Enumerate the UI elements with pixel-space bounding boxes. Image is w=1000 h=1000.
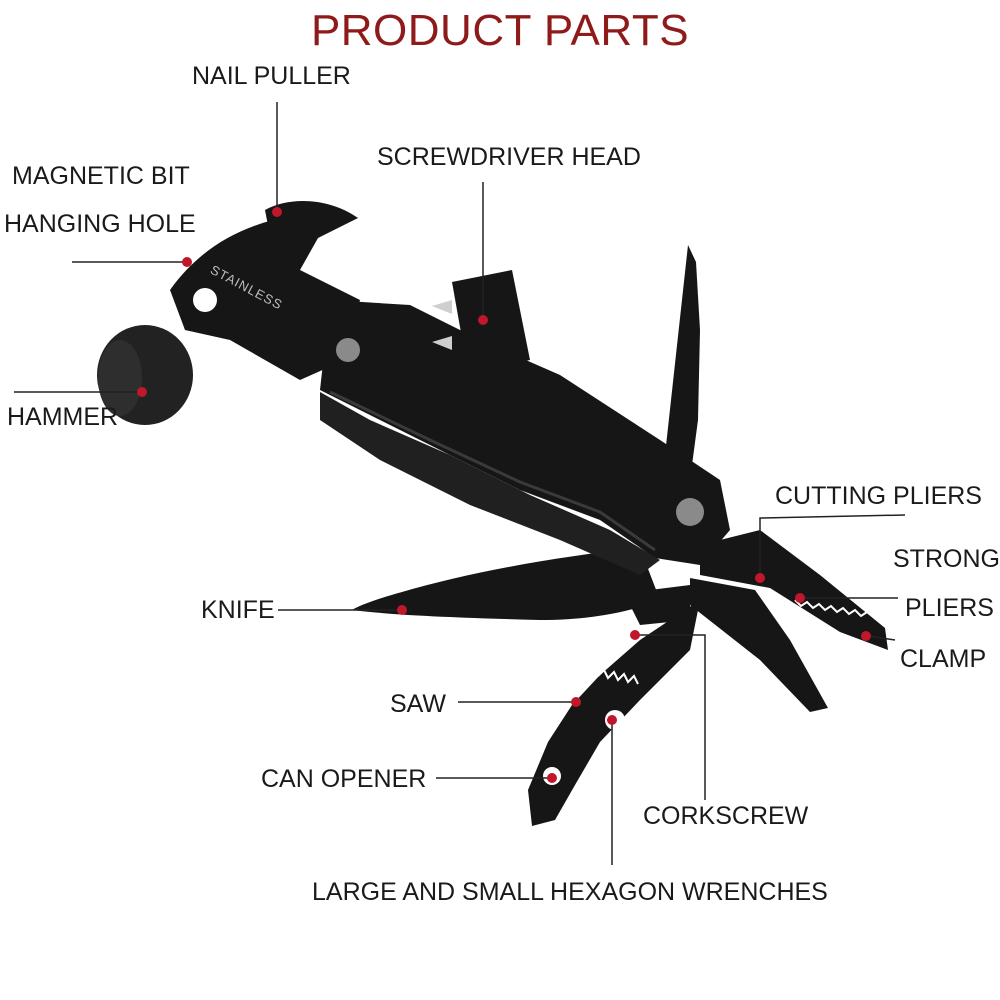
marker-hanging-hole (182, 257, 192, 267)
leader-cutting-pliers (759, 514, 906, 575)
pliers-lower-jaw (690, 578, 828, 712)
marker-screwdriver (478, 315, 488, 325)
bit-holder (452, 270, 530, 372)
marker-pliers (795, 593, 805, 603)
marker-hex-wrench (607, 715, 617, 725)
label-screwdriver-head: SCREWDRIVER HEAD (377, 143, 641, 171)
label-nail-puller: NAIL PULLER (192, 62, 351, 90)
label-strong: STRONG (893, 545, 1000, 573)
handle-body (320, 300, 730, 565)
pliers-upper-jaw (700, 530, 888, 650)
label-magnetic-bit: MAGNETIC BIT (12, 162, 190, 190)
pliers-teeth (794, 599, 868, 618)
label-clamp: CLAMP (900, 645, 987, 673)
label-hammer: HAMMER (7, 403, 119, 431)
hammer-head (170, 212, 360, 380)
nail-puller-claw (265, 200, 358, 236)
handle-edge-highlight (329, 390, 656, 552)
leader-clamp (867, 635, 896, 641)
label-hanging-hole: HANGING HOLE (4, 210, 196, 238)
marker-saw (571, 697, 581, 707)
label-knife: KNIFE (201, 596, 275, 624)
marker-corkscrew (630, 630, 640, 640)
label-pliers: PLIERS (905, 594, 994, 622)
label-corkscrew: CORKSCREW (643, 802, 809, 830)
bit-tips (432, 300, 452, 350)
marker-nail-puller (272, 207, 282, 217)
label-saw: SAW (390, 690, 447, 718)
label-hex-wrenches: LARGE AND SMALL HEXAGON WRENCHES (312, 878, 828, 906)
pivot-screw-front (336, 338, 360, 362)
hammer-face-front (98, 340, 142, 416)
leader-corkscrew (635, 634, 706, 800)
label-cutting-pliers: CUTTING PLIERS (775, 482, 982, 510)
marker-hammer (137, 387, 147, 397)
label-can-opener: CAN OPENER (261, 765, 427, 793)
handle-lower-plate (320, 392, 660, 575)
knife-blade (352, 548, 660, 620)
part-markers (137, 207, 871, 783)
pivot-screw-rear (676, 498, 704, 526)
top-spike-blade (665, 245, 700, 480)
hex-hole (193, 288, 217, 312)
marker-can-opener (547, 773, 557, 783)
marker-clamp (861, 631, 871, 641)
page-title: PRODUCT PARTS (310, 6, 690, 55)
leader-lines (14, 102, 906, 865)
saw-teeth (597, 668, 639, 685)
marker-cutting-pliers (755, 573, 765, 583)
marker-knife (397, 605, 407, 615)
